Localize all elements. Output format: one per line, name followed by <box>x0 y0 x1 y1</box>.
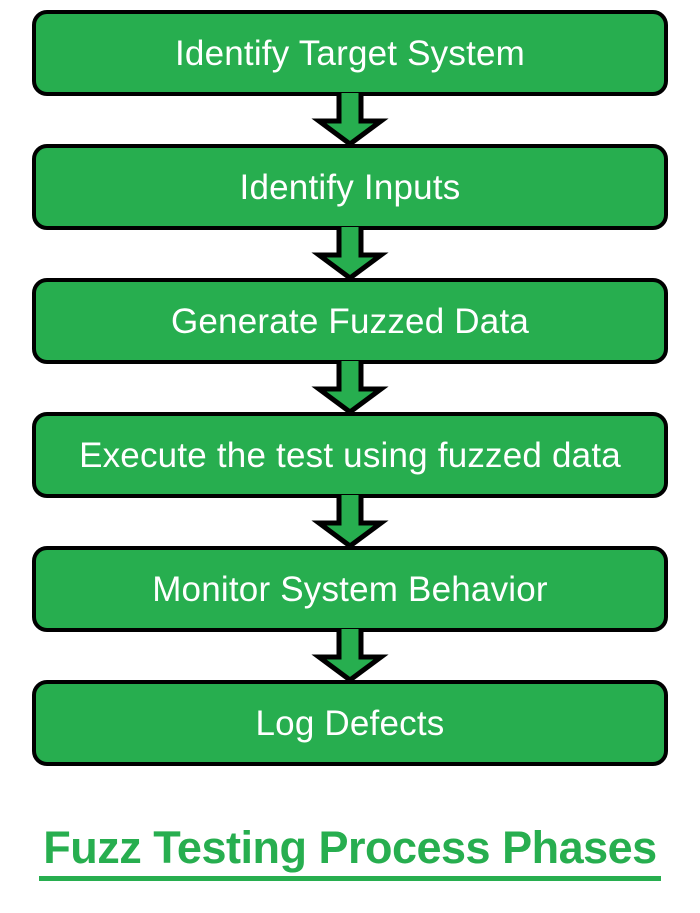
step-label: Identify Inputs <box>239 167 461 207</box>
down-arrow-icon <box>311 93 389 148</box>
down-arrow-icon <box>311 227 389 282</box>
process-step-box-4: Execute the test using fuzzed data <box>32 412 668 498</box>
process-step-box-1: Identify Target System <box>32 10 668 96</box>
step-label: Execute the test using fuzzed data <box>79 435 621 475</box>
down-arrow-icon <box>311 361 389 416</box>
process-step-box-6: Log Defects <box>32 680 668 766</box>
down-arrow-icon <box>311 629 389 684</box>
diagram-title: Fuzz Testing Process Phases <box>39 824 661 882</box>
step-label: Generate Fuzzed Data <box>170 301 530 341</box>
step-label: Log Defects <box>255 703 445 743</box>
step-label: Identify Target System <box>174 33 526 73</box>
process-step-box-5: Monitor System Behavior <box>32 546 668 632</box>
step-label: Monitor System Behavior <box>152 569 548 609</box>
down-arrow-icon <box>311 495 389 550</box>
diagram-title-area: Fuzz Testing Process Phases <box>0 824 700 882</box>
process-step-box-2: Identify Inputs <box>32 144 668 230</box>
process-step-box-3: Generate Fuzzed Data <box>32 278 668 364</box>
